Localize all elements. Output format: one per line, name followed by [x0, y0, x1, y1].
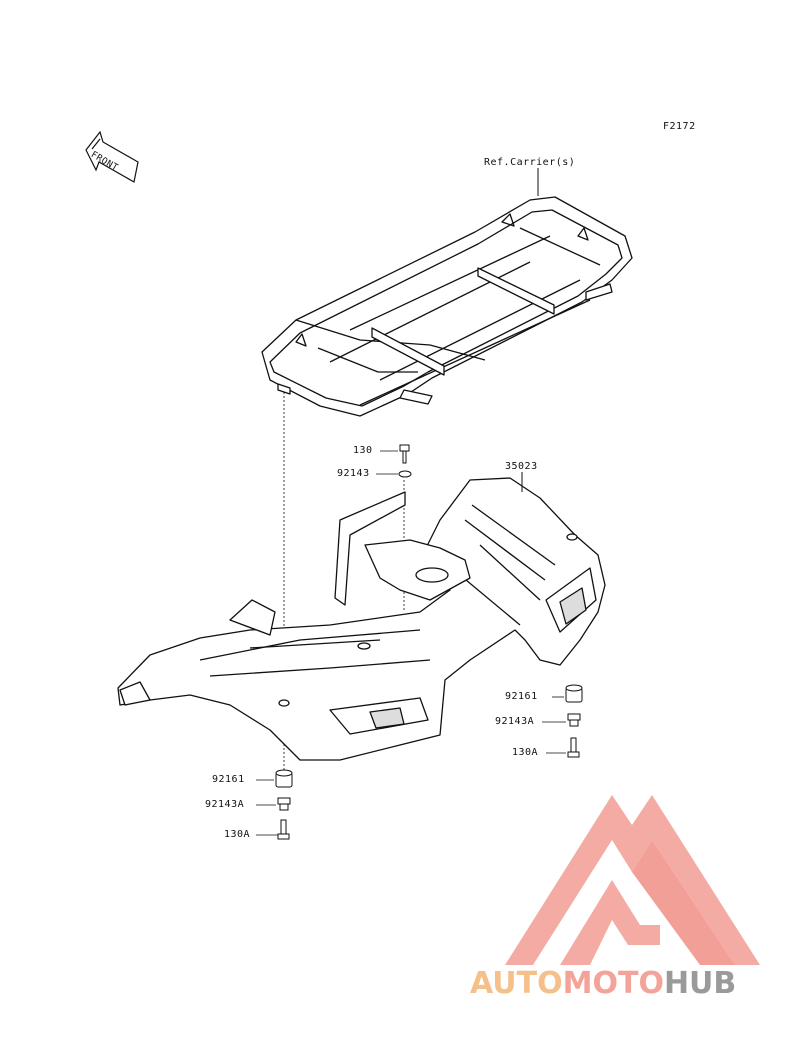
rear-fender	[117, 472, 606, 761]
watermark-hub: HUB	[663, 966, 737, 1001]
figure-code: F2172	[663, 121, 696, 132]
leader-lines	[256, 450, 566, 836]
part-92161-right-label: 92161	[505, 691, 538, 702]
front-arrow-icon	[85, 130, 139, 183]
watermark-logo-icon	[505, 795, 760, 965]
watermark-auto: AUTO	[470, 966, 563, 1001]
part-92161-left-label: 92161	[212, 774, 245, 785]
part-130-label: 130	[353, 445, 373, 456]
part-130A-right-label: 130A	[512, 747, 539, 758]
part-130A-left-label: 130A	[224, 829, 251, 840]
washer-92143-icon	[398, 470, 412, 478]
rubber-92161-left-icon	[275, 769, 293, 788]
watermark-text: AUTOMOTOHUB	[470, 966, 792, 1002]
bolt-130A-right-icon	[567, 737, 580, 758]
collar-92143A-left-icon	[277, 797, 291, 811]
part-92143A-left-label: 92143A	[205, 799, 245, 810]
part-35023-label: 35023	[505, 461, 538, 472]
carrier-rack	[261, 168, 633, 417]
bolt-130A-left-icon	[277, 819, 290, 840]
rubber-92161-right-icon	[565, 684, 583, 703]
part-92143A-right-label: 92143A	[495, 716, 535, 727]
collar-92143A-right-icon	[567, 713, 581, 727]
part-92143-label: 92143	[337, 468, 370, 479]
carrier-ref-label: Ref.Carrier(s)	[484, 157, 576, 168]
bolt-130-icon	[399, 444, 410, 464]
watermark-moto: MOTO	[562, 966, 664, 1001]
